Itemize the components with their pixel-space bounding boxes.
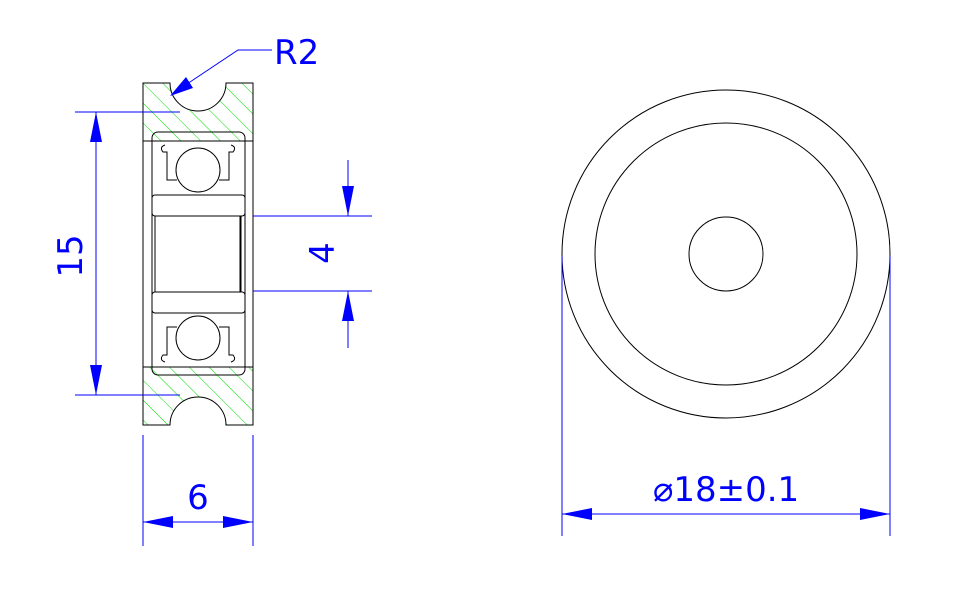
shield-top	[160, 144, 236, 181]
ball-bottom	[175, 315, 221, 361]
width-label: 6	[187, 478, 209, 518]
front-view	[561, 89, 891, 419]
bore-dimension	[253, 160, 372, 348]
groove-circle	[594, 122, 858, 386]
bore-label: 4	[303, 242, 343, 264]
diameter-dimension	[561, 256, 891, 536]
side-section-view	[142, 82, 254, 426]
height-dimension	[75, 111, 180, 396]
diameter-label: ⌀18±0.1	[653, 470, 799, 510]
ball-top	[175, 147, 221, 193]
height-label: 15	[51, 234, 91, 277]
bore	[154, 215, 242, 293]
inner-ring-top	[151, 194, 246, 217]
radius-label: R2	[274, 33, 319, 73]
bottom-hatch	[142, 366, 254, 426]
width-dimension	[142, 435, 254, 546]
bore-circle	[688, 216, 764, 292]
outer-circle	[561, 89, 891, 419]
radius-dimension	[170, 49, 272, 96]
shield-bottom	[160, 326, 236, 363]
inner-ring-bottom	[151, 291, 246, 314]
bearing-outer	[151, 131, 246, 376]
